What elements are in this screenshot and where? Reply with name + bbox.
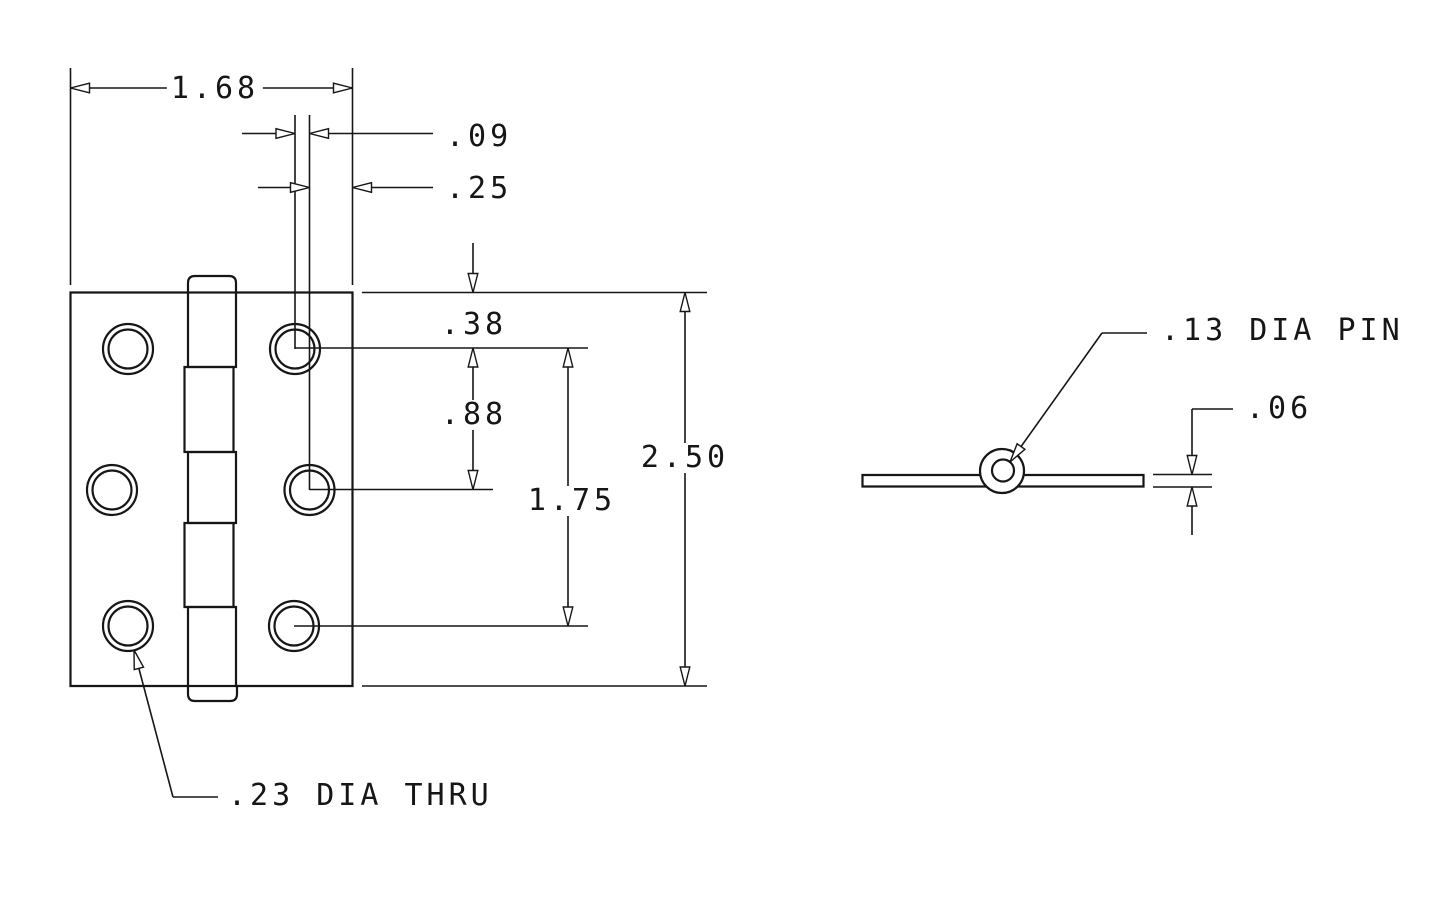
screw-holes [85,322,336,653]
pin-callout-label: .13 DIA PIN [1161,313,1404,348]
dim-height-label: 2.50 [636,443,734,473]
dim-top-hole-lines [295,243,707,349]
barrel-top-cap [186,274,238,294]
hole-left-mid-outer [85,463,139,517]
left-leaf-outline [69,291,190,688]
hinge-barrel [183,274,239,703]
hole-callout-leader [133,649,218,798]
hole-left-bottom-inner [107,605,149,647]
barrel-segment-3 [186,450,238,525]
barrel-segment-5 [186,605,238,688]
dim-edge-offset-label: .25 [446,171,513,206]
dim-stagger-lines [242,115,433,490]
dim-top-to-hole-label: .38 [440,307,508,342]
hole-left-bottom-outer [101,599,155,653]
dimension-lines [69,68,1233,798]
dim-hole-span-label: 1.75 [523,486,621,516]
arrowheads [70,82,1198,687]
barrel-bottom-cap [186,684,239,703]
hole-left-top-outer [101,322,155,376]
barrel-segment-1 [186,291,238,369]
dim-thickness-label: .06 [1246,391,1313,426]
dim-hole-stagger-label: .09 [446,119,513,154]
side-left-leaf [861,473,994,488]
barrel-segment-2 [183,365,235,454]
side-view [861,447,1145,495]
side-right-leaf [1012,473,1145,488]
hole-callout-label: .23 DIA THRU [228,778,493,813]
dim-hole-to-hole-label: .88 [436,400,512,430]
dim-width-label: 1.68 [166,74,264,104]
hole-left-top-inner [107,328,149,370]
hole-left-mid-inner [91,469,133,511]
barrel-segment-4 [183,521,235,609]
pin-circle [990,458,1016,483]
pin-callout-leader [1009,332,1147,463]
dim-height-lines [362,292,707,687]
